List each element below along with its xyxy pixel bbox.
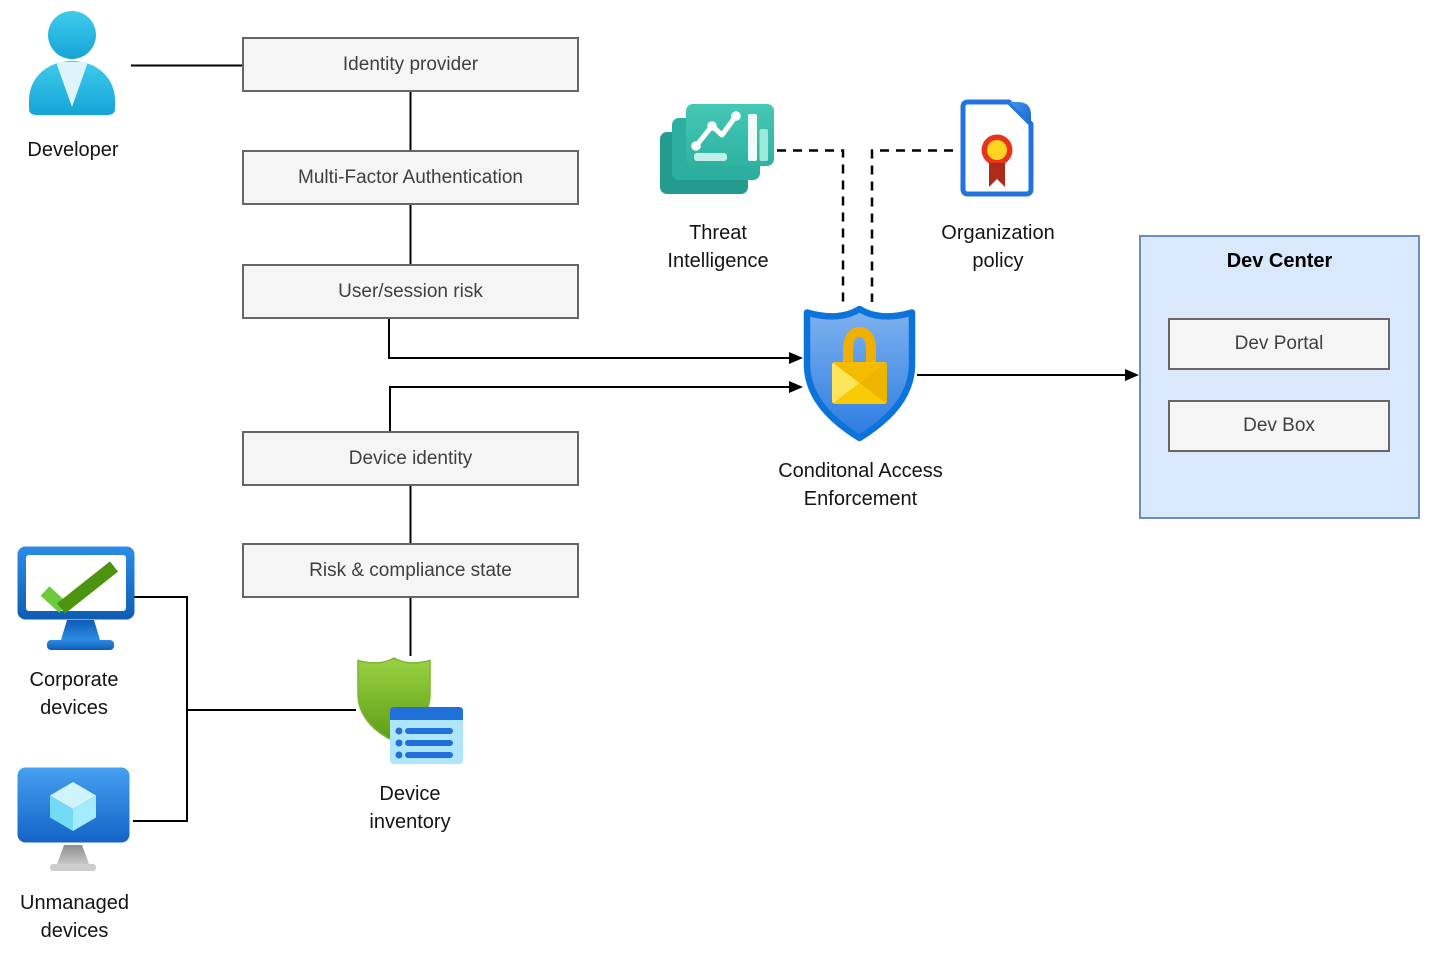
node-label: User/session risk <box>338 280 483 302</box>
node-dev-portal: Dev Portal <box>1168 318 1390 370</box>
corporate-devices-monitor-check-icon <box>17 546 135 650</box>
node-identity-provider: Identity provider <box>242 37 579 92</box>
node-label: Dev Box <box>1243 415 1315 436</box>
node-risk-compliance-state: Risk & compliance state <box>242 543 579 598</box>
node-label: Identity provider <box>342 53 479 75</box>
threat-intelligence-label: Threat Intelligence <box>667 222 769 272</box>
inventory-list-card <box>390 707 463 764</box>
node-label: Device identity <box>348 447 473 469</box>
unmanaged-devices-label: Unmanaged devices <box>20 892 129 942</box>
developer-person-icon <box>29 11 115 115</box>
organization-policy-label: Organization policy <box>941 222 1055 272</box>
conditional-access-shield-lock-icon <box>803 305 916 442</box>
node-label: Multi-Factor Authentication <box>298 166 523 188</box>
node-label: Risk & compliance state <box>309 559 512 581</box>
organization-policy-certificate-icon <box>960 99 1034 197</box>
conditional-access-label: Conditonal Access Enforcement <box>778 460 943 510</box>
threat-intelligence-icon <box>660 104 774 194</box>
node-multi-factor-authentication: Multi-Factor Authentication <box>242 150 579 205</box>
node-dev-box: Dev Box <box>1168 400 1390 452</box>
edge-usersession-shield <box>388 319 803 364</box>
node-dev-center: Dev Center <box>1139 235 1420 519</box>
device-inventory-label: Device inventory <box>369 783 451 833</box>
developer-label: Developer <box>27 139 119 161</box>
edge-deviceidentity-shield <box>389 381 803 431</box>
cube-glyph <box>50 782 96 831</box>
corporate-devices-label: Corporate devices <box>29 669 119 719</box>
node-user-session-risk: User/session risk <box>242 264 579 319</box>
node-label: Dev Portal <box>1234 333 1324 354</box>
device-inventory-shield-list-icon <box>357 657 463 764</box>
dev-center-title: Dev Center <box>1226 250 1333 272</box>
lock-shackle <box>843 326 876 366</box>
unmanaged-devices-monitor-cube-icon <box>17 767 130 871</box>
lock-body <box>832 362 887 404</box>
node-device-identity: Device identity <box>242 431 579 486</box>
